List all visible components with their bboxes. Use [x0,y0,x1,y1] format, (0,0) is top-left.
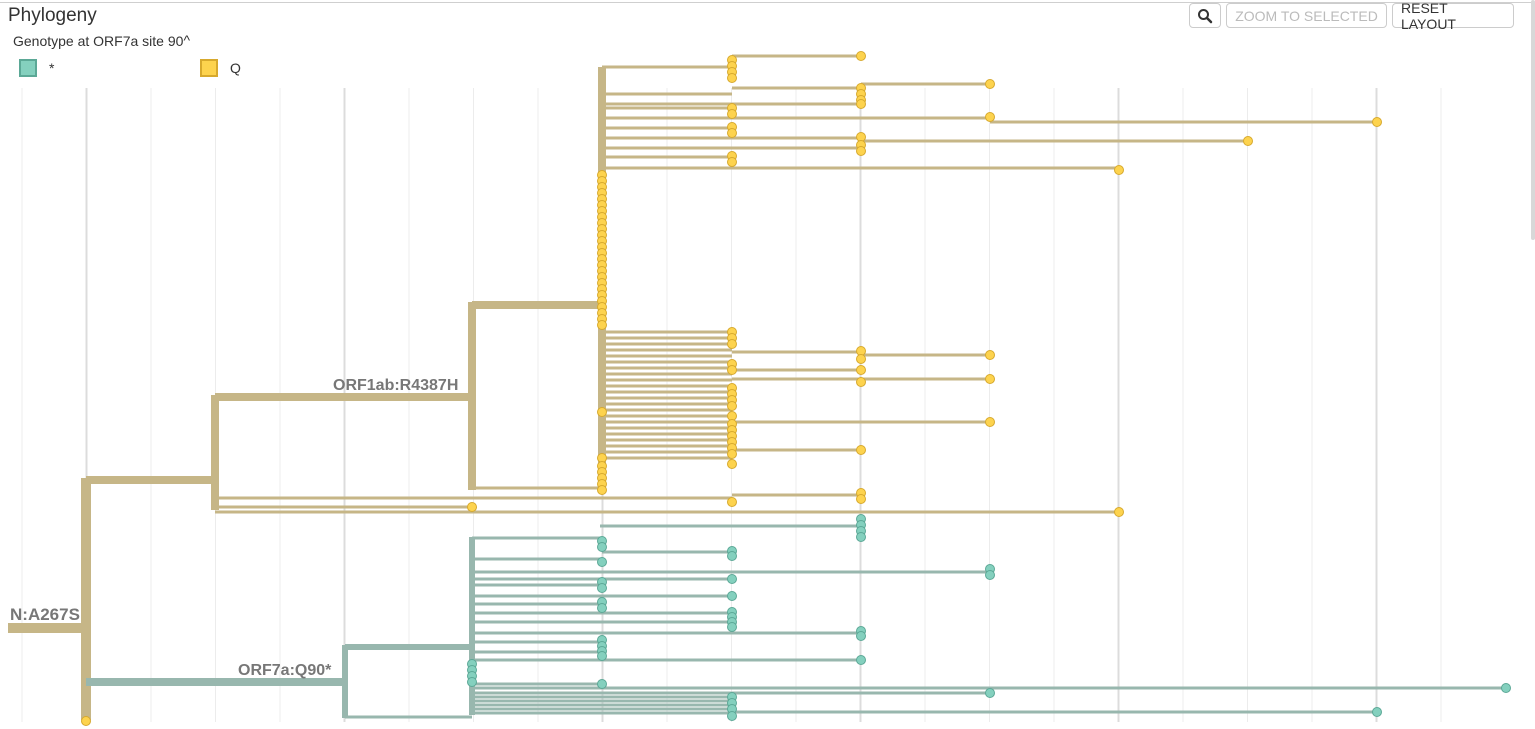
legend-toggle[interactable]: Genotype at ORF7a site 90^ [13,32,191,49]
branch-label-root: N:A267S [10,605,80,624]
chevron-up-icon: ^ [183,32,191,48]
tip-node[interactable] [727,128,737,138]
tip-node[interactable] [856,365,866,375]
tip-node[interactable] [856,655,866,665]
tip-node[interactable] [597,557,607,567]
tip-node[interactable] [856,494,866,504]
tip-node[interactable] [727,551,737,561]
tip-node[interactable] [727,622,737,632]
tip-node[interactable] [727,497,737,507]
tip-node[interactable] [727,401,737,411]
tip-node[interactable] [856,532,866,542]
tree-tips[interactable] [81,51,1511,726]
tip-node[interactable] [597,583,607,593]
tip-node[interactable] [856,51,866,61]
panel-top-border [0,2,1535,3]
tip-node[interactable] [597,679,607,689]
tip-node[interactable] [727,365,737,375]
tip-node[interactable] [727,73,737,83]
tip-node[interactable] [597,651,607,661]
tip-node[interactable] [597,603,607,613]
tip-node[interactable] [727,459,737,469]
tip-node[interactable] [1372,707,1382,717]
legend-label-star: * [49,60,55,76]
scrollbar[interactable] [1531,0,1535,240]
tip-node[interactable] [727,449,737,459]
tip-node[interactable] [985,417,995,427]
zoom-button[interactable] [1189,3,1221,28]
legend-swatch-q [200,59,218,77]
tip-node[interactable] [856,99,866,109]
tip-node[interactable] [856,377,866,387]
tip-node[interactable] [597,407,607,417]
tip-node[interactable] [727,339,737,349]
tree-branches[interactable] [8,54,1506,720]
tip-node[interactable] [467,677,477,687]
branch-label-upper: ORF1ab:R4387H [333,377,458,394]
zoom-to-selected-button[interactable]: ZOOM TO SELECTED [1226,3,1387,28]
tip-node[interactable] [985,79,995,89]
tip-node[interactable] [727,591,737,601]
reset-layout-button[interactable]: RESET LAYOUT [1392,0,1514,32]
tip-node[interactable] [727,711,737,721]
tip-node[interactable] [856,354,866,364]
tip-node[interactable] [727,574,737,584]
legend-swatch-star [19,59,37,77]
tip-node[interactable] [1501,683,1511,693]
tip-node[interactable] [856,146,866,156]
tip-node[interactable] [1372,117,1382,127]
tip-node[interactable] [1243,136,1253,146]
tip-node[interactable] [856,445,866,455]
tip-node[interactable] [81,716,91,726]
tip-node[interactable] [597,320,607,330]
tip-node[interactable] [985,350,995,360]
magnifier-icon [1198,8,1213,23]
tip-node[interactable] [856,631,866,641]
legend-item-star[interactable]: * [19,57,54,79]
tip-node[interactable] [727,157,737,167]
tip-node[interactable] [597,542,607,552]
tip-node[interactable] [985,570,995,580]
legend-label-q: Q [230,60,241,76]
tip-node[interactable] [985,688,995,698]
tip-node[interactable] [467,502,477,512]
legend-title: Genotype at ORF7a site 90 [13,33,184,49]
branch-label-lower: ORF7a:Q90* [238,662,332,679]
tip-node[interactable] [985,374,995,384]
tip-node[interactable] [727,109,737,119]
tip-node[interactable] [985,112,995,122]
tip-node[interactable] [1114,507,1124,517]
tip-node[interactable] [1114,165,1124,175]
legend-item-q[interactable]: Q [200,57,241,79]
tip-node[interactable] [597,485,607,495]
panel-title: Phylogeny [8,5,97,26]
